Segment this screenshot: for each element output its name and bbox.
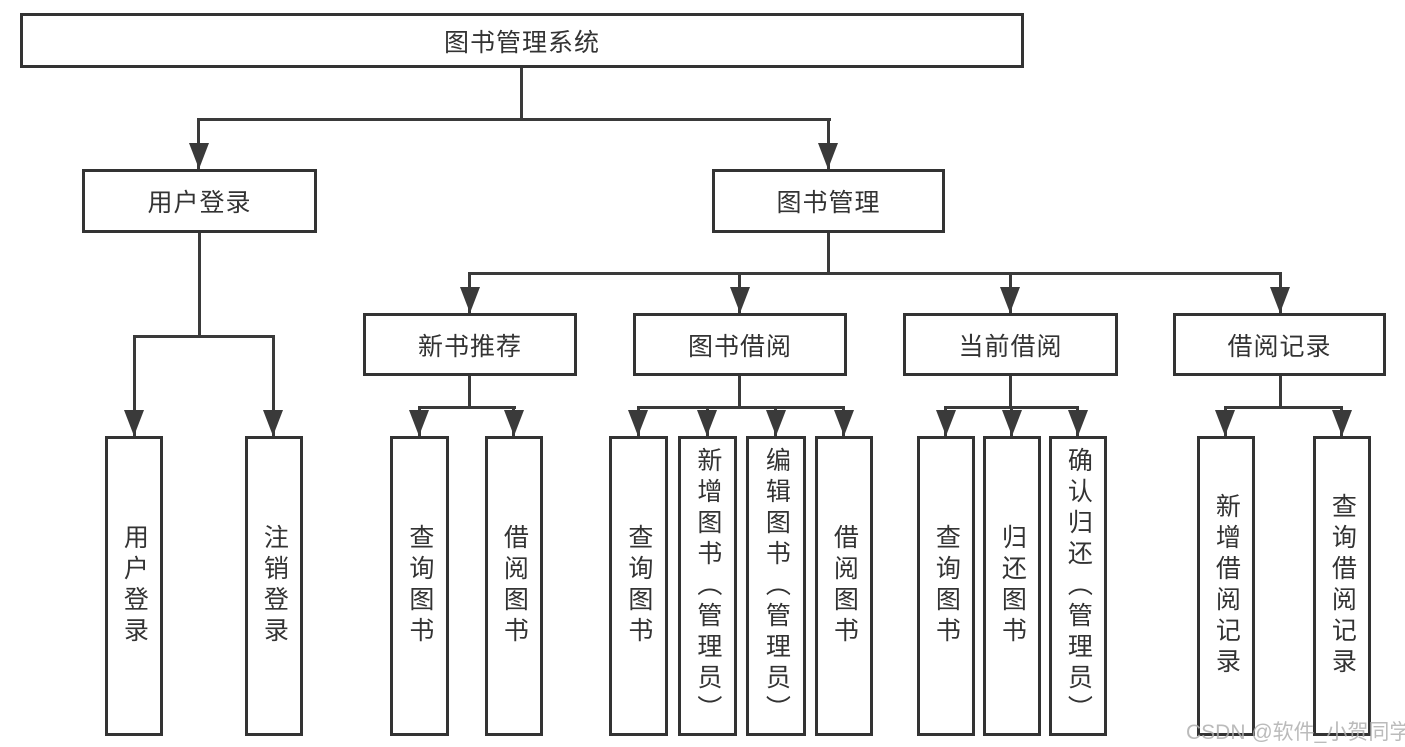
node-leaf-return-books: 归还图书 xyxy=(983,436,1041,736)
node-user-login: 用户登录 xyxy=(82,169,317,233)
node-leaf-confirm-return-admin: 确认归还（管理员） xyxy=(1049,436,1107,736)
connector-drop xyxy=(272,335,275,436)
connector-bar xyxy=(637,406,845,409)
connector-user-login-bar xyxy=(133,335,275,338)
node-label: 借阅图书 xyxy=(500,524,529,648)
arrowhead-down xyxy=(189,143,209,169)
node-leaf-edit-books-admin: 编辑图书（管理员） xyxy=(746,436,806,736)
node-leaf-query-books-current: 查询图书 xyxy=(917,436,975,736)
watermark-text: CSDN @软件_小贺同学 xyxy=(1186,721,1405,744)
node-leaf-query-books-borrowing: 查询图书 xyxy=(609,436,668,736)
node-label: 查询借阅记录 xyxy=(1328,493,1357,679)
node-label: 归还图书 xyxy=(998,524,1027,648)
node-label: 用户登录 xyxy=(147,189,252,217)
connector-bar xyxy=(418,406,516,409)
connector-book-mgmt-stem xyxy=(827,233,830,275)
node-current-borrowing: 当前借阅 xyxy=(903,313,1118,376)
node-leaf-borrow-books: 借阅图书 xyxy=(815,436,873,736)
node-library-management-system: 图书管理系统 xyxy=(20,13,1024,68)
connector-root-stem xyxy=(520,68,523,120)
node-book-management: 图书管理 xyxy=(712,169,945,233)
node-label: 查询图书 xyxy=(932,524,961,648)
arrowhead-down xyxy=(1068,410,1088,436)
node-new-book-recommend: 新书推荐 xyxy=(363,313,577,376)
arrowhead-down xyxy=(1215,410,1235,436)
arrowhead-down xyxy=(766,410,786,436)
arrowhead-down xyxy=(1002,410,1022,436)
node-label: 新增借阅记录 xyxy=(1212,493,1241,679)
connector-level2-bar xyxy=(197,118,831,121)
connector-stem xyxy=(1279,376,1282,409)
node-borrowing-records: 借阅记录 xyxy=(1173,313,1386,376)
node-label: 查询图书 xyxy=(405,524,434,648)
node-label: 新增图书（管理员） xyxy=(693,446,722,726)
node-label: 用户登录 xyxy=(120,524,149,648)
node-leaf-add-books-admin: 新增图书（管理员） xyxy=(678,436,737,736)
arrowhead-down xyxy=(834,410,854,436)
node-label: 注销登录 xyxy=(260,524,289,648)
node-label: 借阅图书 xyxy=(830,524,859,648)
node-leaf-query-borrow-record: 查询借阅记录 xyxy=(1313,436,1371,736)
connector-drop xyxy=(133,335,136,436)
connector-stem xyxy=(468,376,471,409)
connector-user-login-stem xyxy=(198,233,201,338)
arrowhead-down xyxy=(263,410,283,436)
arrowhead-down xyxy=(697,410,717,436)
connector-bar xyxy=(1224,406,1343,409)
node-label: 借阅记录 xyxy=(1227,332,1332,361)
node-label: 图书管理系统 xyxy=(443,28,600,57)
arrowhead-down xyxy=(936,410,956,436)
arrowhead-down xyxy=(730,287,750,313)
node-leaf-query-books-recommend: 查询图书 xyxy=(390,436,449,736)
arrowhead-down xyxy=(504,410,524,436)
arrowhead-down xyxy=(460,287,480,313)
node-label: 图书管理 xyxy=(776,189,881,217)
arrowhead-down xyxy=(628,410,648,436)
arrowhead-down xyxy=(1270,287,1290,313)
arrowhead-down xyxy=(818,143,838,169)
arrowhead-down xyxy=(1000,287,1020,313)
arrowhead-down xyxy=(124,410,144,436)
node-label: 确认归还（管理员） xyxy=(1064,446,1093,726)
node-book-borrowing: 图书借阅 xyxy=(633,313,847,376)
node-leaf-add-borrow-record: 新增借阅记录 xyxy=(1197,436,1255,736)
connector-level3-bar xyxy=(468,272,1282,275)
node-label: 图书借阅 xyxy=(687,332,792,361)
node-label: 编辑图书（管理员） xyxy=(762,446,791,726)
node-leaf-borrow-books-recommend: 借阅图书 xyxy=(485,436,543,736)
connector-stem xyxy=(738,376,741,409)
node-label: 当前借阅 xyxy=(958,332,1063,361)
node-leaf-user-login: 用户登录 xyxy=(105,436,163,736)
node-leaf-logout: 注销登录 xyxy=(245,436,303,736)
node-label: 查询图书 xyxy=(624,524,653,648)
arrowhead-down xyxy=(409,410,429,436)
node-label: 新书推荐 xyxy=(417,332,522,361)
connector-stem xyxy=(1009,376,1012,409)
arrowhead-down xyxy=(1332,410,1352,436)
